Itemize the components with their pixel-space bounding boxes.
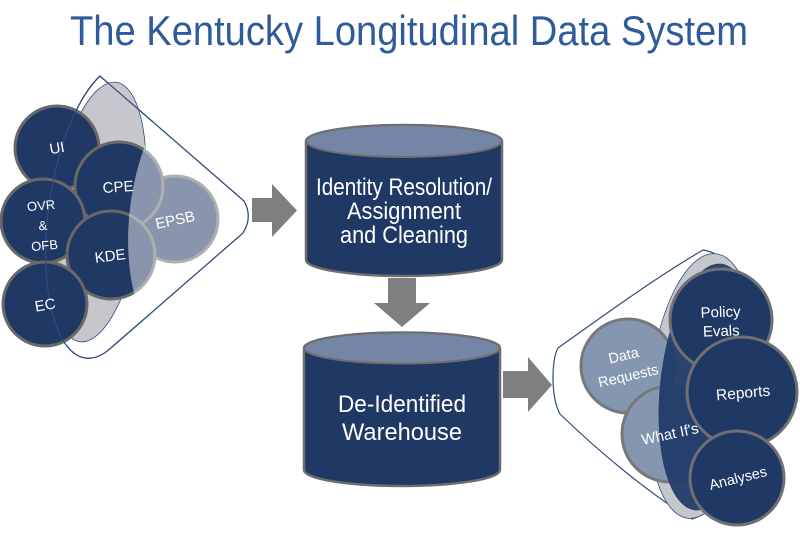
label-ovr-ofb: OVR & OFB	[26, 197, 59, 254]
warehouse-cylinder-top	[303, 331, 501, 365]
label-policy: Policy	[700, 303, 741, 321]
circle-analyses	[688, 429, 786, 527]
warehouse-cylinder: De-Identified Warehouse	[302, 331, 502, 488]
label-policy-evals: Policy Evals	[700, 303, 741, 340]
outputs-funnel: Data Requests Policy Evals Reports What …	[552, 249, 799, 527]
identity-cylinder-top	[305, 124, 503, 158]
identity-cylinder-line1: Identity Resolution/	[316, 174, 492, 201]
arrow-identity-to-warehouse	[374, 278, 430, 327]
sources-funnel: UI CPE OVR & OFB KDE EPSB EC	[0, 66, 288, 360]
sources-funnel-light-overlay	[128, 66, 288, 360]
label-cpe: CPE	[102, 178, 134, 197]
identity-cylinder: Identity Resolution/ Assignment and Clea…	[304, 123, 504, 278]
label-ec: EC	[34, 295, 58, 315]
identity-cylinder-line2: Assignment	[347, 198, 461, 225]
page-title: The Kentucky Longitudinal Data System	[70, 7, 748, 54]
label-kde: KDE	[94, 246, 127, 267]
label-ui: UI	[48, 139, 66, 158]
sources-funnel-cone-outline	[45, 75, 249, 359]
label-reports: Reports	[715, 383, 771, 405]
warehouse-cylinder-line1: De-Identified	[338, 391, 466, 418]
circle-kde	[65, 209, 157, 301]
identity-cylinder-line3: and Cleaning	[340, 222, 468, 249]
circle-ec	[1, 260, 89, 348]
label-ofb: OFB	[31, 237, 59, 254]
arrow-sources-to-identity	[252, 184, 297, 237]
arrow-warehouse-to-outputs	[503, 357, 552, 412]
label-data: Data	[607, 345, 641, 368]
warehouse-cylinder-line2: Warehouse	[342, 419, 462, 446]
label-amp: &	[38, 218, 48, 234]
label-ovr: OVR	[26, 197, 55, 214]
label-evals: Evals	[703, 322, 740, 340]
